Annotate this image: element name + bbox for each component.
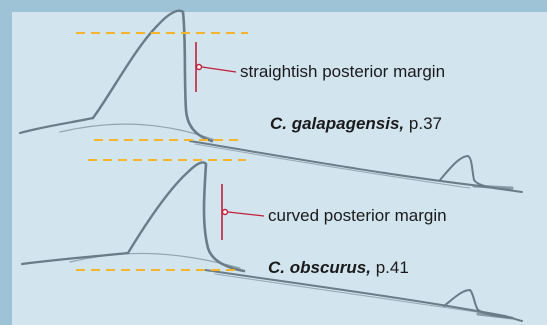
galapagensis-caption: C. galapagensis, p.37 xyxy=(270,114,442,134)
galapagensis-lower-line-2 xyxy=(195,144,470,188)
galapagensis-outline xyxy=(20,11,522,192)
galapagensis-back xyxy=(20,118,93,133)
obscurus-caption: C. obscurus, p.41 xyxy=(268,258,409,278)
obscurus-dorsal-leading-edge xyxy=(128,162,206,253)
obscurus-lower-line-2 xyxy=(215,274,490,314)
obscurus-outline xyxy=(22,162,522,321)
galapagensis-second-dorsal-base xyxy=(474,186,512,188)
obscurus-dorsal-posterior-margin xyxy=(204,164,244,271)
obscurus-page-ref: p.41 xyxy=(376,258,409,277)
galapagensis-annotation: straightish posterior margin xyxy=(240,62,445,82)
obscurus-second-dorsal-base xyxy=(478,314,512,318)
obscurus-margin-marker xyxy=(222,184,264,240)
galapagensis-dorsal-leading-edge xyxy=(93,11,183,118)
obscurus-species-name: C. obscurus, xyxy=(268,258,371,277)
galapagensis-guide-lines xyxy=(76,33,248,140)
obscurus-marker-leader xyxy=(228,212,264,216)
galapagensis-species-name: C. galapagensis, xyxy=(270,114,404,133)
galapagensis-marker-dot xyxy=(197,65,202,70)
galapagensis-marker-leader xyxy=(202,67,236,72)
galapagensis-page-ref: p.37 xyxy=(409,114,442,133)
obscurus-marker-dot xyxy=(223,210,228,215)
galapagensis-margin-marker xyxy=(196,42,236,92)
obscurus-annotation: curved posterior margin xyxy=(268,206,447,226)
galapagensis-dorsal-posterior-margin xyxy=(183,12,212,141)
